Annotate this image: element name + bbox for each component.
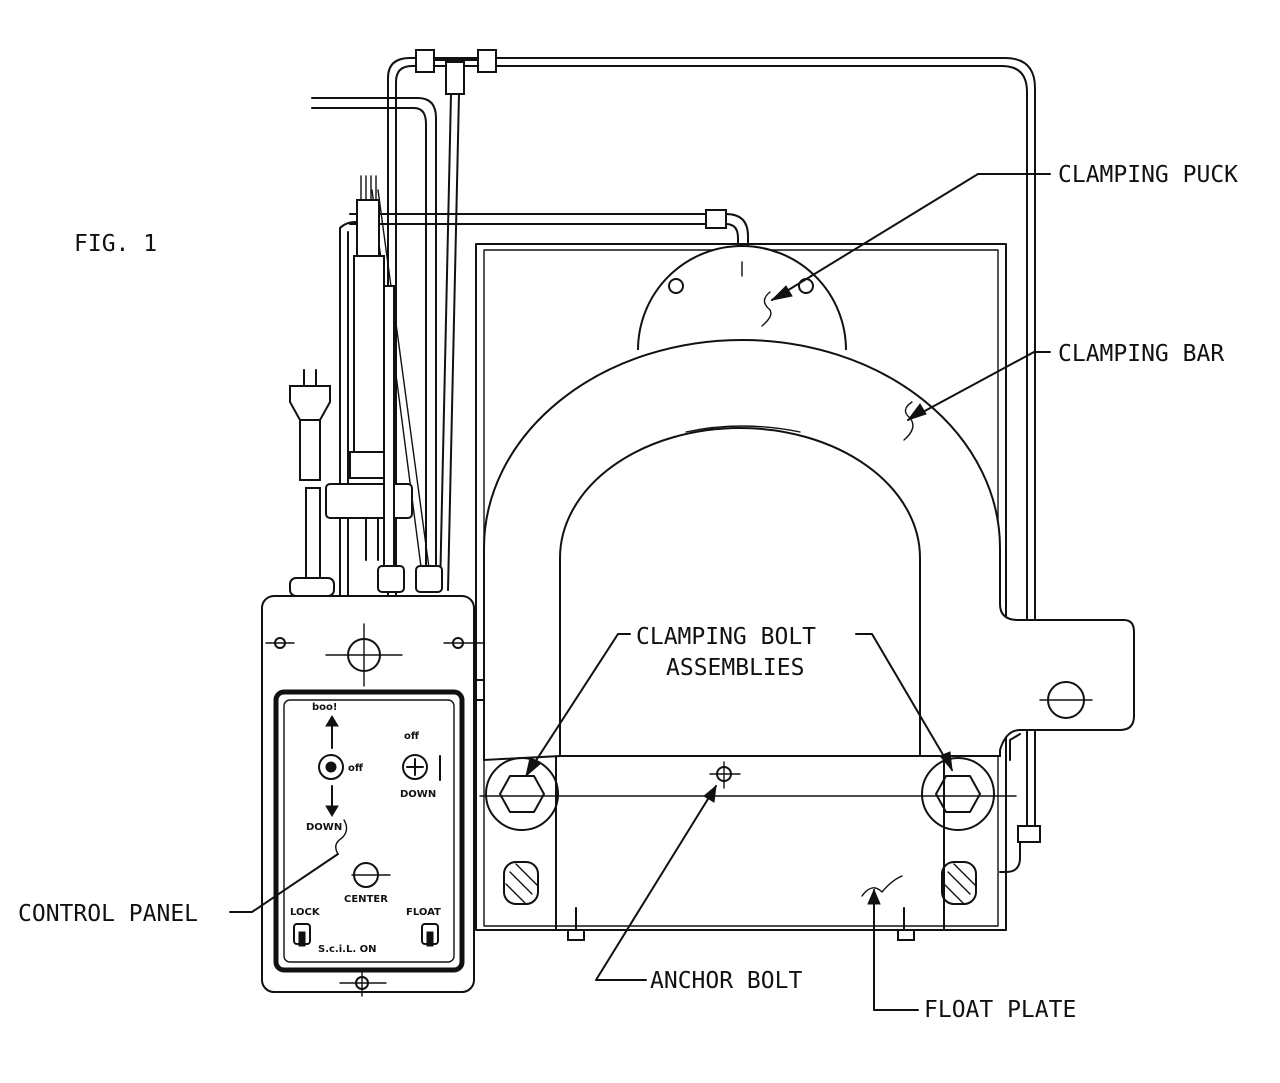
panel-float-label: FLOAT <box>406 907 441 918</box>
callout-clamping-puck: CLAMPING PUCK <box>1058 162 1238 188</box>
clamping-bar <box>483 339 1135 762</box>
clamping-bolt-right <box>921 757 995 905</box>
figure-label: FIG. 1 <box>74 231 157 257</box>
panel-up-label: boo! <box>312 702 337 713</box>
callout-anchor-bolt: ANCHOR BOLT <box>650 968 802 994</box>
callout-clamping-bolt-line1: CLAMPING BOLT <box>636 624 816 650</box>
power-plug <box>289 369 335 597</box>
cable-glands <box>377 565 443 593</box>
panel-lock-label: LOCK <box>290 907 321 918</box>
leader-lines <box>229 173 1051 1011</box>
anchor-bolt <box>709 761 741 789</box>
callout-float-plate: FLOAT PLATE <box>924 997 1076 1023</box>
callout-control-panel: CONTROL PANEL <box>18 901 198 927</box>
panel-maker-label: S.c.i.L. ON <box>318 944 376 955</box>
panel-off-label-right: off <box>404 731 420 742</box>
panel-down-label-right: DOWN <box>400 789 436 800</box>
panel-down-label-left: DOWN <box>306 822 342 833</box>
panel-off-label-left: off <box>348 763 364 774</box>
hydraulic-cartridge <box>325 175 413 599</box>
panel-center-label: CENTER <box>344 894 388 905</box>
clamping-bolt-left <box>485 757 559 905</box>
clamping-puck <box>637 245 847 351</box>
control-panel: boo! off DOWN off DOWN CENTER LOCK FLOAT… <box>261 595 489 997</box>
tubing <box>311 49 1041 873</box>
callout-clamping-bar: CLAMPING BAR <box>1058 341 1224 367</box>
callout-clamping-bolt-line2: ASSEMBLIES <box>666 655 804 681</box>
